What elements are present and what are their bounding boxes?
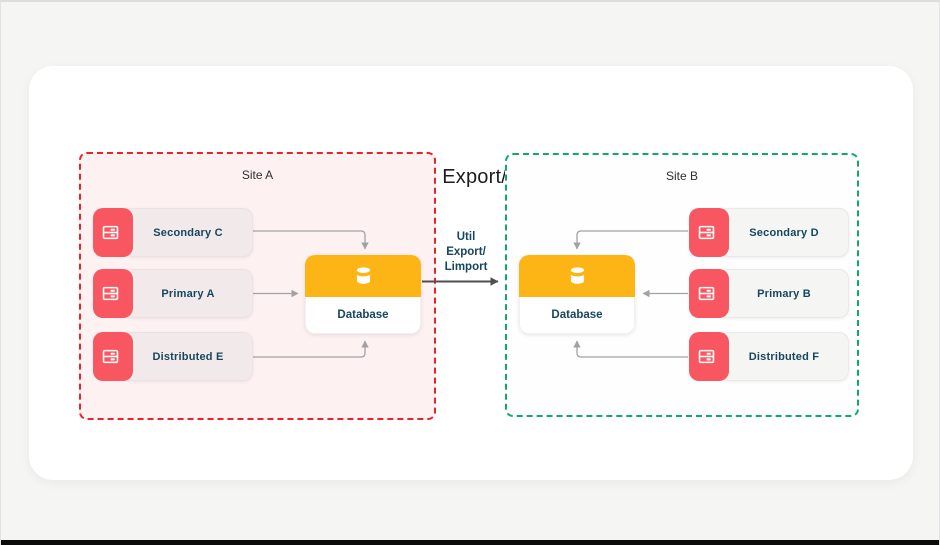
server-icon bbox=[689, 332, 729, 381]
node-label: Primary B bbox=[757, 287, 811, 300]
flow-label-line-2: Export/ bbox=[446, 246, 486, 258]
node-secondary-d: Secondary D bbox=[689, 208, 849, 257]
node-label: Secondary C bbox=[153, 226, 223, 239]
node-primary-a: Primary A bbox=[93, 269, 253, 318]
site-a-label: Site A bbox=[241, 168, 274, 182]
database-node-site-b: Database bbox=[519, 255, 635, 334]
node-label: Distributed F bbox=[748, 350, 820, 363]
node-label: Secondary D bbox=[749, 226, 819, 239]
database-node-site-a: Database bbox=[305, 255, 421, 334]
server-icon bbox=[93, 332, 133, 381]
node-secondary-c: Secondary C bbox=[93, 208, 253, 257]
node-primary-b: Primary B bbox=[689, 269, 849, 318]
database-label: Database bbox=[337, 309, 389, 321]
database-cylinder-icon bbox=[519, 255, 635, 297]
database-cylinder-icon bbox=[305, 255, 421, 297]
node-distributed-f: Distributed F bbox=[689, 332, 849, 381]
server-icon bbox=[93, 269, 133, 318]
database-label: Database bbox=[551, 309, 603, 321]
server-icon bbox=[689, 208, 729, 257]
flow-label-line-1: Util bbox=[456, 231, 476, 243]
server-icon bbox=[689, 269, 729, 318]
node-distributed-e: Distributed E bbox=[93, 332, 253, 381]
bottom-bar bbox=[1, 540, 939, 545]
server-icon bbox=[93, 208, 133, 257]
flow-arrow-label: Util Export/ Limport bbox=[426, 230, 506, 275]
node-label: Primary A bbox=[161, 287, 215, 300]
site-b-label: Site B bbox=[665, 169, 698, 183]
node-label: Distributed E bbox=[152, 350, 224, 363]
flow-label-line-3: Limport bbox=[444, 261, 488, 273]
